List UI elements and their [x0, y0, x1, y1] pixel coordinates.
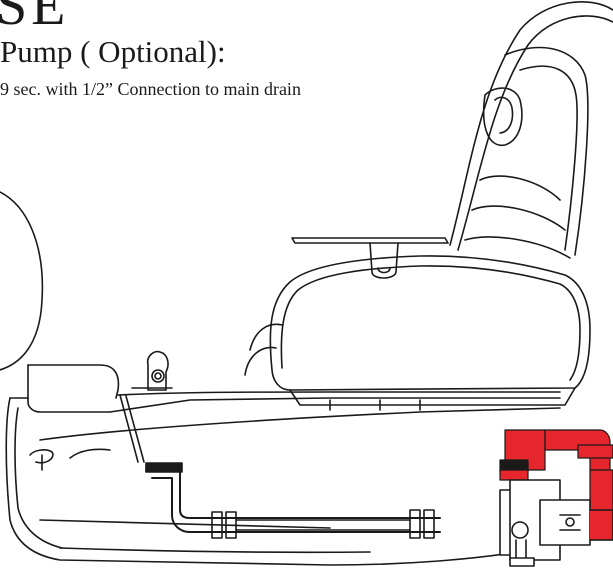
drain-pipe — [145, 462, 441, 539]
detail-callout-circle — [0, 191, 44, 371]
chair-backrest — [449, 1, 613, 259]
spec-description: 9 sec. with 1/2” Connection to main drai… — [0, 79, 301, 99]
section-title: Pump ( Optional): — [0, 34, 226, 69]
drain-pump-motor — [499, 479, 613, 567]
page-heading-fragment: SE — [0, 0, 70, 37]
chair-armrest — [291, 237, 449, 279]
control-knob — [131, 350, 173, 391]
chair-seat-base — [244, 255, 591, 406]
pedicure-basin — [5, 364, 561, 566]
